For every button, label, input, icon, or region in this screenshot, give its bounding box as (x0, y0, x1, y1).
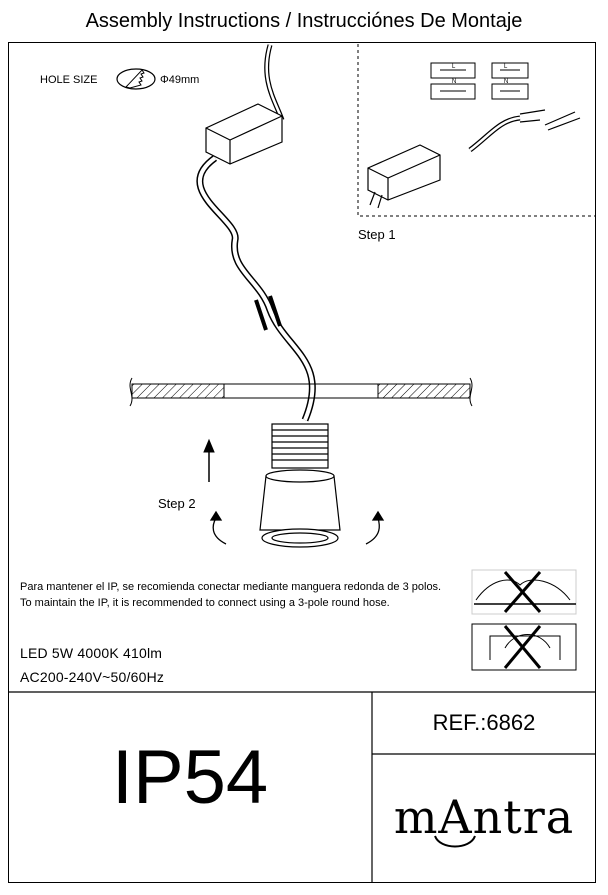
ip-rating: IP54 (111, 735, 269, 820)
step1-driver-icon (367, 109, 581, 209)
brand-smile-mark (434, 835, 476, 848)
reference-number: REF.:6862 (432, 710, 536, 735)
spec-power: LED 5W 4000K 410lm (20, 645, 163, 661)
prohibited-insulation-icon (471, 569, 577, 615)
live-label: L (452, 64, 456, 70)
cable-icon (196, 155, 316, 422)
live-label-2: L (504, 64, 508, 70)
step2-label: Step 2 (158, 496, 196, 511)
wiring-connector-icon: L L N N (430, 62, 529, 100)
hole-size-label: HOLE SIZE (40, 74, 98, 86)
info-table (8, 691, 596, 883)
luminaire-icon (259, 423, 341, 548)
neutral-label-2: N (504, 79, 508, 85)
note-spanish: Para mantener el IP, se recomienda conec… (20, 581, 442, 593)
step1-label: Step 1 (358, 227, 396, 242)
brand-logo: mAntra (393, 790, 575, 844)
hole-size-value: Φ49mm (160, 74, 200, 86)
push-up-arrow-icon (203, 438, 215, 482)
spec-voltage: AC200-240V~50/60Hz (20, 669, 165, 685)
rotate-right-arrow-icon (365, 510, 385, 545)
driver-box-icon (205, 44, 285, 165)
note-english: To maintain the IP, it is recommended to… (20, 597, 390, 609)
step1-dashed-border (357, 44, 595, 217)
prohibited-covered-icon (471, 623, 577, 671)
instruction-frame (8, 42, 596, 883)
page-title: Assembly Instructions / Instrucciónes De… (85, 10, 523, 32)
rotate-left-arrow-icon (209, 510, 227, 545)
ceiling-section-icon (129, 377, 473, 407)
neutral-label: N (452, 79, 456, 85)
hole-cutter-icon (116, 68, 156, 90)
